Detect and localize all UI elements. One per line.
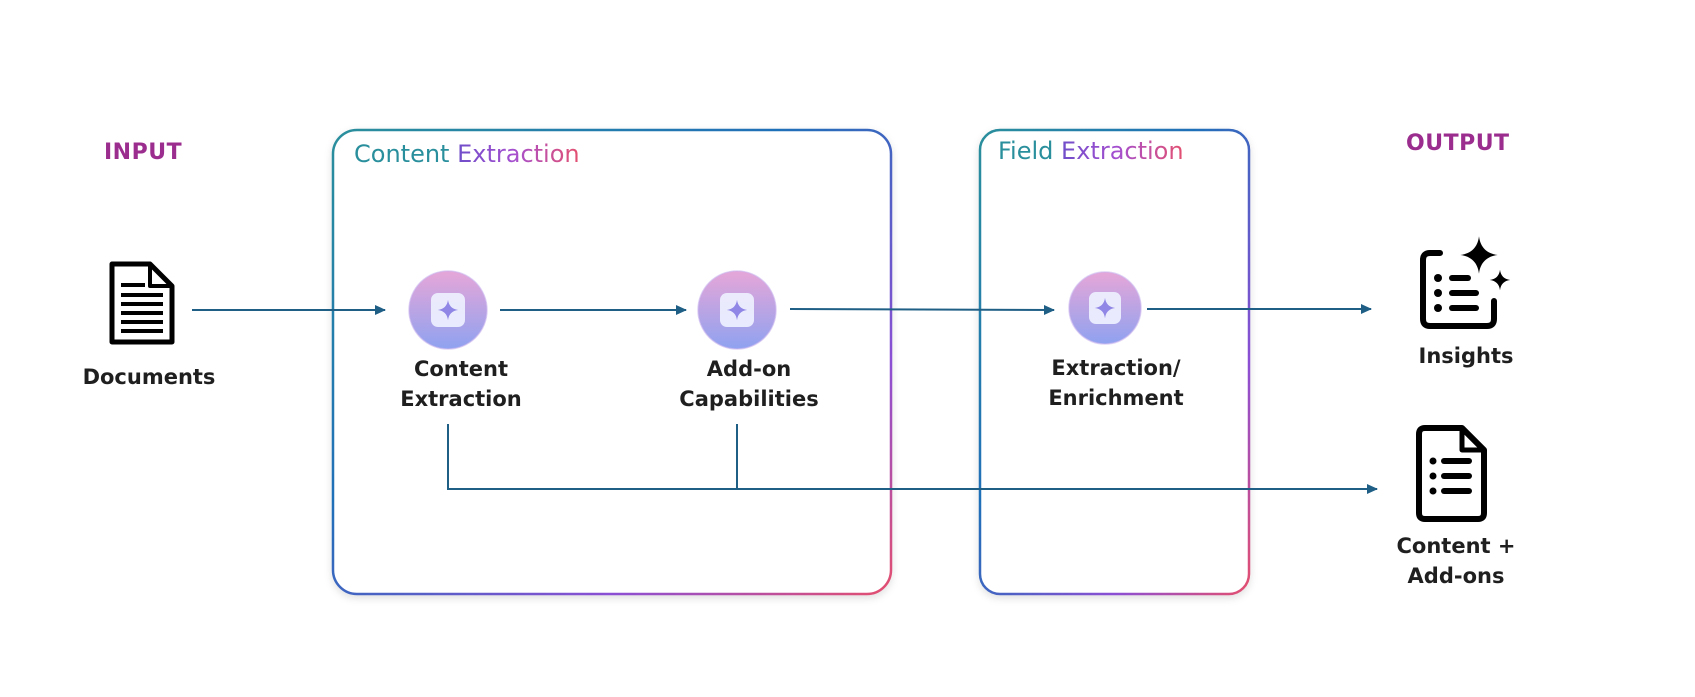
title-word-2: Extraction xyxy=(1061,137,1184,165)
label-line-2: Capabilities xyxy=(679,387,819,411)
title-word-2: Extraction xyxy=(457,140,580,168)
sparkle-icon xyxy=(1489,269,1511,291)
label-line-1: Content + xyxy=(1396,534,1516,558)
connector-to-content-addons xyxy=(447,424,1378,494)
output-heading: OUTPUT xyxy=(1406,131,1510,156)
document-icon xyxy=(109,261,175,345)
content-extraction-title: Content Extraction xyxy=(354,140,580,168)
sparkle-icon xyxy=(1460,236,1498,274)
node-addon-capabilities xyxy=(697,270,777,350)
field-extraction-box xyxy=(978,128,1251,596)
content-extraction-box xyxy=(331,128,893,596)
arrow-addon-to-enrichment xyxy=(789,304,1055,315)
title-word-1: Field xyxy=(998,137,1054,165)
label-line-1: Extraction/ xyxy=(1051,356,1181,380)
input-heading: INPUT xyxy=(104,140,183,165)
label-line-1: Content xyxy=(413,357,509,381)
label-line-2: Extraction xyxy=(400,387,522,411)
title-word-1: Content xyxy=(354,140,450,168)
insights-icon xyxy=(1420,236,1511,329)
content-addons-label: Content + Add-ons xyxy=(1397,531,1516,591)
node-content-extraction xyxy=(408,270,488,350)
extraction-enrichment-node-label: Extraction/ Enrichment xyxy=(1048,353,1183,413)
content-document-icon xyxy=(1416,425,1487,522)
label-line-2: Add-ons xyxy=(1407,564,1505,588)
node-extraction-enrichment xyxy=(1068,271,1142,345)
insights-label: Insights xyxy=(1418,344,1514,368)
label-line-1: Add-on xyxy=(706,357,792,381)
documents-label: Documents xyxy=(82,365,216,389)
field-extraction-title: Field Extraction xyxy=(998,137,1184,165)
addon-capabilities-node-label: Add-on Capabilities xyxy=(679,354,818,414)
content-extraction-node-label: Content Extraction xyxy=(400,354,522,414)
label-line-2: Enrichment xyxy=(1048,386,1184,410)
